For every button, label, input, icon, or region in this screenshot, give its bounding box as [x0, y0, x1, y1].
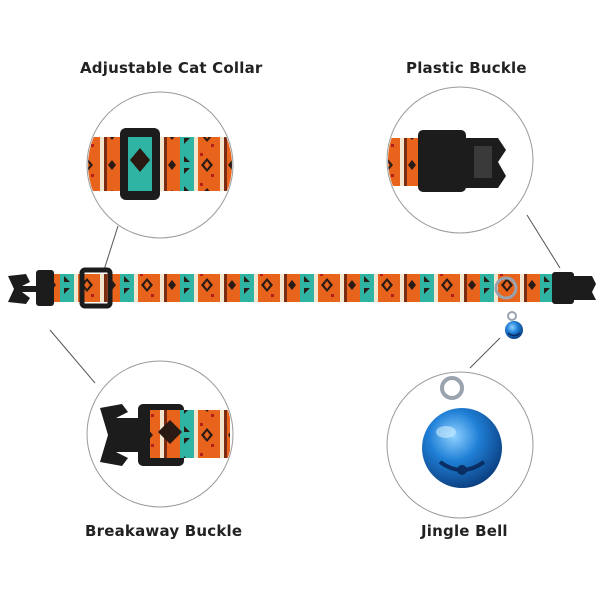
detail-plastic-buckle [386, 86, 534, 234]
leader-line [49, 329, 96, 384]
plastic-buckle-label: Plastic Buckle [406, 59, 527, 77]
collar-strip [8, 267, 596, 339]
breakaway-buckle-label: Breakaway Buckle [85, 522, 243, 540]
leader-line [469, 337, 501, 369]
leader-line [526, 214, 561, 269]
detail-jingle-bell [386, 371, 534, 519]
detail-adjustable [86, 91, 234, 239]
adjustable-collar-label: Adjustable Cat Collar [80, 59, 263, 77]
jingle-bell-label: Jingle Bell [421, 522, 508, 540]
detail-breakaway-buckle [86, 360, 234, 508]
leader-line [103, 225, 119, 271]
